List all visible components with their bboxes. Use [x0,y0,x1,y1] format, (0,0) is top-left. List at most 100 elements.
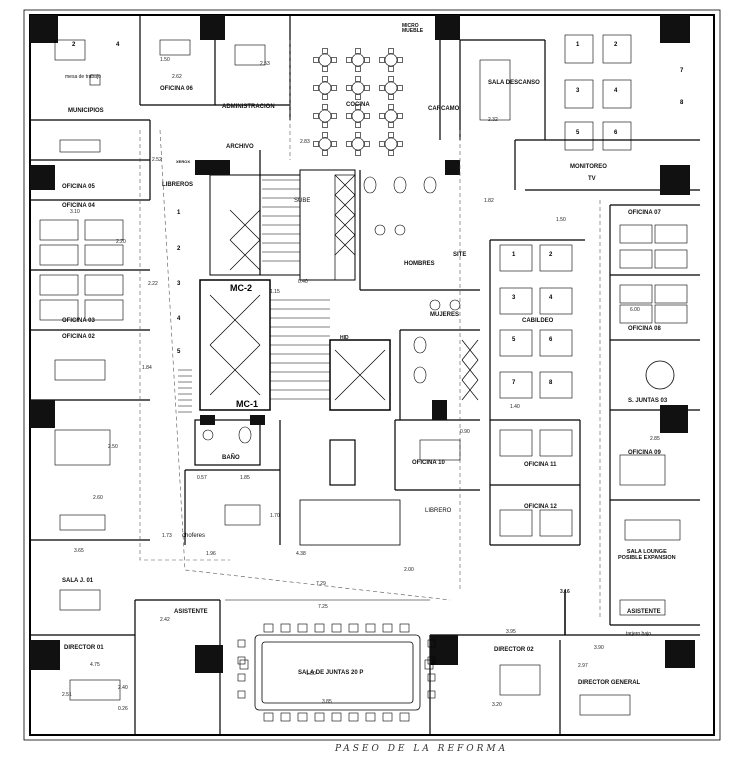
dimension: 0.57 [197,475,207,481]
desk-number: 6 [549,337,553,343]
desk [602,34,632,64]
label-librero: LIBRERO [425,508,452,514]
desk [602,121,632,151]
chair [331,85,337,91]
dimension: 3.20 [492,702,502,708]
desk [54,359,106,381]
desk-number: 2 [614,42,618,48]
chair [322,76,328,82]
room-sala-lounge: SALA LOUNGE POSIBLE EXPANSION [618,549,676,561]
dimension: 2.32 [488,117,498,123]
room-municipios: MUNICIPIOS [68,108,104,114]
chair [355,132,361,138]
dimension: 2.97 [578,663,588,669]
chair [263,623,274,633]
desk-number: 1 [177,210,181,216]
chair [280,623,291,633]
chair [346,85,352,91]
dimension: 3.16 [560,589,570,595]
desk [499,429,533,457]
column [435,15,460,40]
chair [331,712,342,722]
chair [379,85,385,91]
chair [314,712,325,722]
room-sala-juntas-20: SALA DE JUNTAS 20 P [298,670,364,676]
dimension: 0.90 [460,429,470,435]
dimension: 2.83 [300,139,310,145]
chair [322,66,328,72]
outer-wall-2 [23,9,721,741]
desk-number: 6 [614,130,618,136]
desk [499,664,541,696]
desk [619,224,653,244]
chair [388,48,394,54]
cafe-table [351,53,365,67]
room-carcamo: CARCAMO [428,106,460,112]
chair [427,656,436,665]
chair [364,57,370,63]
desk [564,34,594,64]
chair [348,712,359,722]
chair [263,712,274,722]
dimension: 6.00 [630,307,640,313]
furniture [39,34,688,722]
chair [388,94,394,100]
chair [331,113,337,119]
chair [388,122,394,128]
desk [539,429,573,457]
dimension: 1.15 [270,289,280,295]
chair [388,132,394,138]
desk [539,329,573,357]
room-administracion: ADMINISTRACION [222,104,275,110]
chair [322,104,328,110]
cafe-table [318,109,332,123]
desk [499,287,533,315]
desk [499,509,533,537]
desk [234,44,266,66]
desk [59,139,101,153]
column [665,640,695,668]
room-oficina-11: OFICINA 11 [524,462,557,468]
cafe-table [351,81,365,95]
dimension: 2.20 [116,239,126,245]
dimension: 2.40 [118,685,128,691]
desk [619,249,653,269]
room-bano: BAÑO [222,455,240,461]
desk [419,439,461,461]
chair [322,48,328,54]
desk-number: 1 [576,42,580,48]
room-cocina: COCINA [346,102,370,108]
chair [365,712,376,722]
column [200,15,225,40]
desk [654,249,688,269]
chair [397,113,403,119]
chair [313,141,319,147]
desk [539,244,573,272]
label-libreros: LIBREROS [162,182,194,188]
room-director-general: DIRECTOR GENERAL [578,680,641,686]
dimension: 2.62 [172,74,182,80]
chair [237,656,246,665]
column [30,165,55,190]
dimension: 2.00 [404,567,414,573]
desk [654,284,688,304]
chair [388,66,394,72]
street-label: PASEO DE LA REFORMA [335,744,509,754]
dimension: 1.96 [206,551,216,557]
chair [346,57,352,63]
room-monitoreo: MONITOREO [570,164,607,170]
desk [54,429,111,466]
desk-number: 3 [576,88,580,94]
column [30,15,58,43]
dimension: 3.95 [506,629,516,635]
desk-number: 4 [177,316,181,322]
chair [313,85,319,91]
desk [654,224,688,244]
chair [322,122,328,128]
toilets [202,176,461,444]
room-sala-j-01: SALA J. 01 [62,578,94,584]
desk-number: 1 [512,252,516,258]
desk-number: 8 [549,380,553,386]
chair [314,623,325,633]
